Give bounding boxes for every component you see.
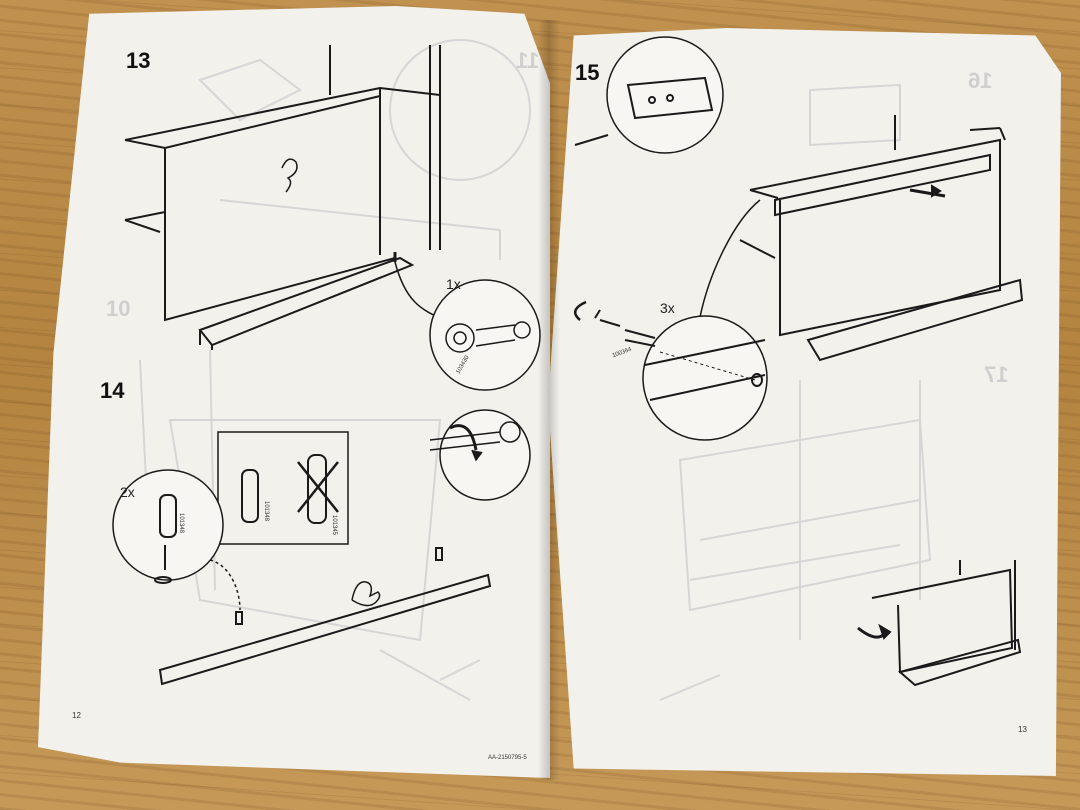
step-number: 15 — [575, 60, 600, 85]
quantity-label: 1x — [446, 276, 461, 292]
page-number: 12 — [72, 711, 81, 720]
step-13-callout — [394, 261, 541, 501]
ghost-step-number: 10 — [106, 296, 131, 321]
faded-drawing-right — [659, 83, 932, 701]
page-number: 13 — [1018, 725, 1027, 734]
ghost-step-number: 16 — [968, 68, 993, 93]
document-code: AA-2150795-5 — [488, 755, 527, 761]
ghost-step-number: 11 — [516, 48, 540, 73]
part-code: 101348 — [178, 512, 185, 534]
ghost-step-number: 17 — [984, 362, 1009, 387]
quantity-label: 2x — [120, 484, 135, 500]
step-15-drawing — [573, 36, 1024, 441]
step-17-drawing — [857, 560, 1022, 687]
step-number: 13 — [126, 48, 151, 73]
part-code: 101345 — [331, 514, 338, 536]
step-13-drawing — [124, 45, 441, 350]
step-number: 14 — [100, 378, 125, 403]
step-14-drawing — [112, 431, 492, 686]
manual-page-left — [38, 6, 550, 778]
cam-lock-hardware — [429, 321, 531, 462]
quantity-label: 3x — [660, 300, 675, 316]
page-gutter — [538, 20, 560, 780]
part-code: 101348 — [263, 500, 270, 522]
